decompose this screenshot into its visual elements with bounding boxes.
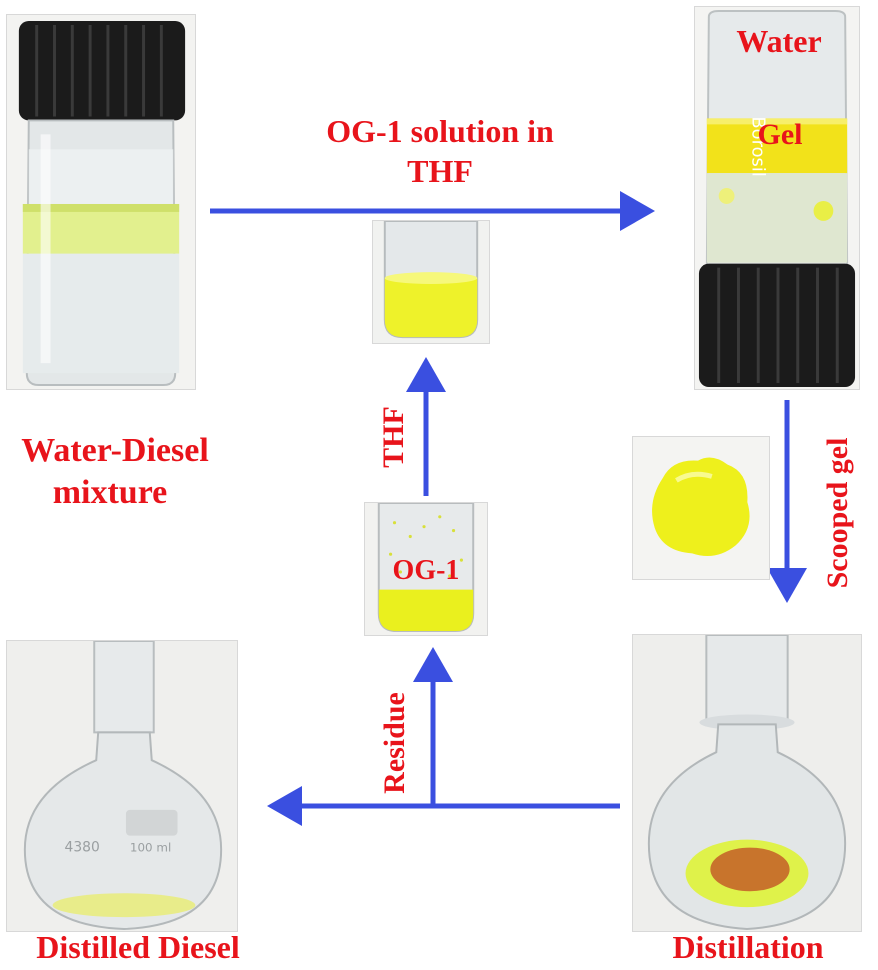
borosil-mark: Borosil xyxy=(747,116,768,176)
scooped-gel-label: Scooped gel xyxy=(821,437,854,589)
scooped-gel-photo xyxy=(632,436,770,580)
residue-arrow-label: Residue xyxy=(378,692,411,794)
thf-solution-tube-photo xyxy=(372,220,490,344)
distilled-diesel-flask-photo: 4380 100 ml xyxy=(6,640,238,932)
gel-vial-photo: Borosil xyxy=(694,6,860,390)
reagent-label-line1: OG-1 solution in xyxy=(326,113,554,149)
flask-volume-text: 100 ml xyxy=(130,841,171,855)
reagent-label-line2: THF xyxy=(407,153,473,189)
distillation-label: Distillation xyxy=(672,929,824,965)
mixture-label-line1: Water-Diesel xyxy=(21,432,209,469)
distilled-diesel-label: Distilled Diesel xyxy=(36,929,240,965)
og1-solid-tube-photo xyxy=(364,502,488,636)
gel-layer-label: Gel xyxy=(757,118,803,151)
thf-arrow-label: THF xyxy=(377,406,410,468)
water-diesel-vial-photo xyxy=(6,14,196,390)
og1-label: OG-1 xyxy=(392,555,460,586)
flask-code-text: 4380 xyxy=(65,840,100,856)
distillation-flask-photo xyxy=(632,634,862,932)
mixture-label-line2: mixture xyxy=(52,474,168,511)
water-layer-label: Water xyxy=(736,23,822,59)
